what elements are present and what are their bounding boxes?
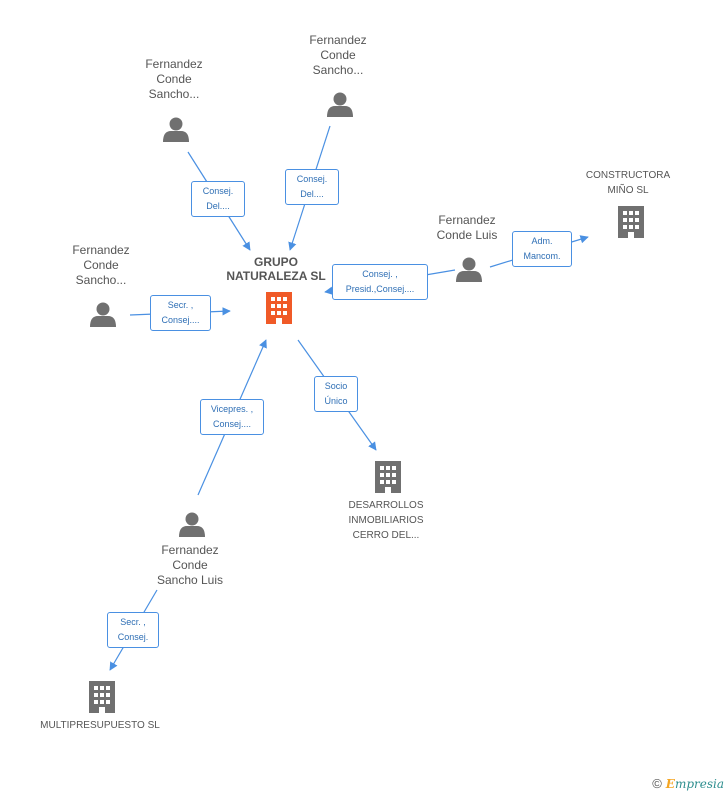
copyright-icon: ©	[652, 776, 662, 791]
edge-label[interactable]: Vicepres. , Consej....	[200, 399, 264, 435]
person-icon[interactable]	[179, 512, 205, 538]
person-name-line: Sancho...	[75, 273, 127, 287]
edge-role-line: Mancom.	[523, 251, 561, 261]
building-icon[interactable]	[618, 206, 644, 238]
person-icon[interactable]	[163, 117, 189, 143]
company-name-line: CERRO DEL...	[352, 530, 420, 541]
person-icon[interactable]	[456, 257, 482, 283]
edge-role-line: Consej.	[202, 186, 234, 196]
person-name-line: Fernandez	[145, 57, 203, 71]
center-company-label[interactable]: GRUPO NATURALEZA SL	[214, 255, 338, 283]
brand-watermark[interactable]: ©Empresia	[652, 776, 724, 791]
center-name-line: NATURALEZA SL	[226, 269, 326, 283]
edge-role-line: Socio	[324, 381, 348, 391]
person-name-line: Sancho Luis	[156, 573, 224, 587]
company-name-line: CONSTRUCTORA	[585, 170, 671, 181]
person-name-line: Conde Luis	[436, 228, 498, 242]
edge-label[interactable]: Socio Único	[314, 376, 358, 412]
person-label[interactable]: Fernandez Conde Sancho...	[288, 33, 388, 78]
edge-label[interactable]: Secr. , Consej....	[150, 295, 211, 331]
company-label[interactable]: MULTIPRESUPUESTO SL	[30, 718, 170, 733]
edge-label[interactable]: Consej. , Presid.,Consej....	[332, 264, 428, 300]
building-icon-center[interactable]	[266, 292, 292, 324]
company-name-line: DESARROLLOS	[348, 500, 424, 511]
edge-role-line: Secr. ,	[167, 300, 194, 310]
edge-label[interactable]: Consej. Del....	[285, 169, 339, 205]
person-name-line: Conde	[83, 258, 119, 272]
edge-label[interactable]: Consej. Del....	[191, 181, 245, 217]
person-name-line: Fernandez	[161, 543, 219, 557]
person-name-line: Conde	[172, 558, 208, 572]
person-name-line: Sancho...	[148, 87, 200, 101]
person-icon[interactable]	[327, 92, 353, 118]
company-label[interactable]: CONSTRUCTORA MIÑO SL	[573, 168, 683, 198]
edge-role-line: Único	[324, 396, 348, 406]
company-name-line: INMOBILIARIOS	[348, 515, 424, 526]
edge-role-line: Consej....	[161, 315, 200, 325]
building-icon[interactable]	[89, 681, 115, 713]
center-name-line: GRUPO	[253, 255, 298, 269]
edge-role-line: Secr. ,	[120, 617, 146, 627]
person-name-line: Sancho...	[312, 63, 364, 77]
person-name-line: Fernandez	[72, 243, 130, 257]
edge-role-line: Consej.	[296, 174, 328, 184]
company-name-line: MULTIPRESUPUESTO SL	[40, 720, 160, 731]
person-name-line: Conde	[156, 72, 192, 86]
edge-role-line: Consej.	[117, 632, 149, 642]
edge-role-line: Adm.	[531, 236, 553, 246]
edge-role-line: Consej....	[212, 419, 252, 429]
person-label[interactable]: Fernandez Conde Sancho Luis	[140, 543, 240, 588]
person-label[interactable]: Fernandez Conde Sancho...	[51, 243, 151, 288]
company-label[interactable]: DESARROLLOS INMOBILIARIOS CERRO DEL...	[330, 498, 442, 543]
edge-role-line: Del....	[300, 189, 324, 199]
person-name-line: Fernandez	[309, 33, 367, 47]
person-label[interactable]: Fernandez Conde Luis	[417, 213, 517, 243]
edge-label[interactable]: Adm. Mancom.	[512, 231, 572, 267]
edge-label[interactable]: Secr. , Consej.	[107, 612, 159, 648]
edge-role-line: Del....	[206, 201, 230, 211]
building-icon[interactable]	[375, 461, 401, 493]
edge-role-line: Consej. ,	[362, 269, 398, 279]
brand-logo-letter: E	[665, 777, 675, 791]
edge-role-line: Vicepres. ,	[210, 404, 254, 414]
person-name-line: Conde	[320, 48, 356, 62]
person-name-line: Fernandez	[438, 213, 496, 227]
edge-role-line: Presid.,Consej....	[345, 284, 415, 294]
person-label[interactable]: Fernandez Conde Sancho...	[124, 57, 224, 102]
person-icon[interactable]	[90, 302, 116, 328]
company-name-line: MIÑO SL	[607, 185, 649, 196]
brand-logo-text: mpresia	[674, 777, 724, 791]
